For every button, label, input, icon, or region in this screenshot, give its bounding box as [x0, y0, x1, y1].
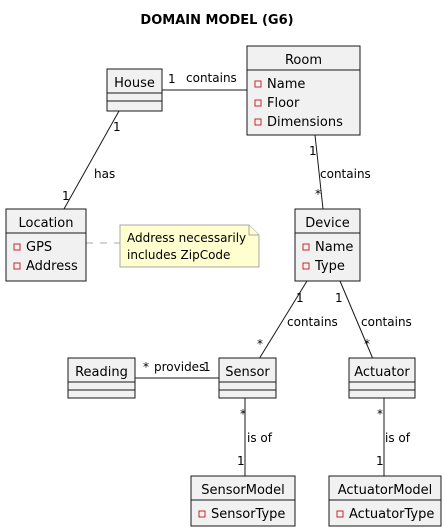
class-name: House [114, 76, 155, 91]
class-box [246, 45, 361, 136]
relation-device-sensor: contains 1 * [257, 280, 338, 360]
note: Address necessarily includes ZipCode [119, 224, 260, 268]
class-box [190, 475, 296, 527]
note-line: includes ZipCode [127, 248, 230, 262]
multiplicity-label: 1 [376, 454, 384, 468]
class-box [328, 475, 442, 527]
attribute: GPS [26, 240, 52, 255]
class-actuator: Actuator [348, 357, 416, 399]
multiplicity-label: * [377, 407, 383, 421]
multiplicity-label: 1 [168, 72, 176, 86]
private-marker-icon [13, 262, 21, 270]
relation-label: is of [385, 431, 411, 445]
multiplicity-label: 1 [62, 189, 70, 203]
multiplicity-label: * [143, 360, 149, 374]
edge-line [63, 110, 120, 210]
attribute: Address [26, 259, 78, 274]
class-name: ActuatorModel [338, 483, 433, 498]
class-sensormodel: SensorModel SensorType [190, 475, 296, 527]
multiplicity-label: 1 [335, 291, 343, 305]
multiplicity-label: 1 [309, 144, 317, 158]
relation-label: contains [361, 315, 412, 329]
edge-line [258, 280, 308, 360]
class-location: Location GPS Address [5, 208, 87, 282]
class-name: Device [305, 216, 349, 231]
class-sensor: Sensor [218, 357, 277, 399]
multiplicity-label: * [240, 407, 246, 421]
class-name: Actuator [354, 365, 410, 380]
private-marker-icon [302, 243, 310, 251]
relation-label: contains [287, 315, 338, 329]
multiplicity-label: * [315, 187, 321, 201]
relation-label: contains [320, 167, 371, 181]
relation-label: provides [154, 360, 205, 374]
relation-house-room: contains 1 * [162, 71, 254, 91]
multiplicity-label: 1 [203, 360, 211, 374]
multiplicity-label: * [364, 337, 370, 351]
diagram-title: DOMAIN MODEL (G6) [140, 13, 293, 28]
relation-label: has [94, 167, 115, 181]
class-box [348, 357, 416, 399]
attribute: Type [314, 259, 345, 274]
private-marker-icon [254, 118, 262, 126]
relation-house-location: has 1 1 [62, 110, 121, 210]
relation-device-actuator: contains 1 * [335, 280, 412, 360]
private-marker-icon [302, 262, 310, 270]
private-marker-icon [13, 243, 21, 251]
relation-sensor-model: is of * 1 [237, 398, 273, 476]
attribute: ActuatorType [349, 507, 434, 522]
attribute: Name [315, 240, 353, 255]
note-box [119, 224, 260, 268]
private-marker-icon [336, 510, 344, 518]
attribute: Floor [267, 96, 300, 111]
class-box [218, 357, 277, 399]
class-name: Room [285, 53, 322, 68]
class-box [67, 357, 136, 399]
class-box [106, 68, 163, 112]
class-house: House [106, 68, 163, 112]
note-fold [248, 225, 259, 236]
relation-label: is of [247, 431, 273, 445]
class-name: Location [19, 216, 74, 231]
class-name: Reading [75, 365, 128, 380]
edge-line [339, 280, 374, 360]
attribute: SensorType [211, 507, 285, 522]
class-device: Device Name Type [294, 208, 361, 282]
multiplicity-label: 1 [237, 454, 245, 468]
private-marker-icon [254, 99, 262, 107]
class-actuatormodel: ActuatorModel ActuatorType [328, 475, 442, 527]
class-room: Room Name Floor Dimensions [246, 45, 361, 136]
multiplicity-label: 1 [296, 291, 304, 305]
attribute: Dimensions [267, 115, 343, 130]
attribute: Name [267, 77, 305, 92]
multiplicity-label: * [257, 337, 263, 351]
relation-actuator-model: is of * 1 [376, 398, 411, 476]
private-marker-icon [198, 510, 206, 518]
relation-reading-sensor: provides * 1 [135, 360, 219, 379]
relation-room-device: contains 1 * [309, 134, 371, 210]
class-reading: Reading [67, 357, 136, 399]
class-name: SensorModel [201, 483, 285, 498]
edge-line [314, 134, 324, 210]
class-name: Sensor [225, 365, 270, 380]
note-line: Address necessarily [127, 231, 246, 245]
multiplicity-label: 1 [113, 120, 121, 134]
private-marker-icon [254, 80, 262, 88]
relation-label: contains [186, 71, 237, 85]
